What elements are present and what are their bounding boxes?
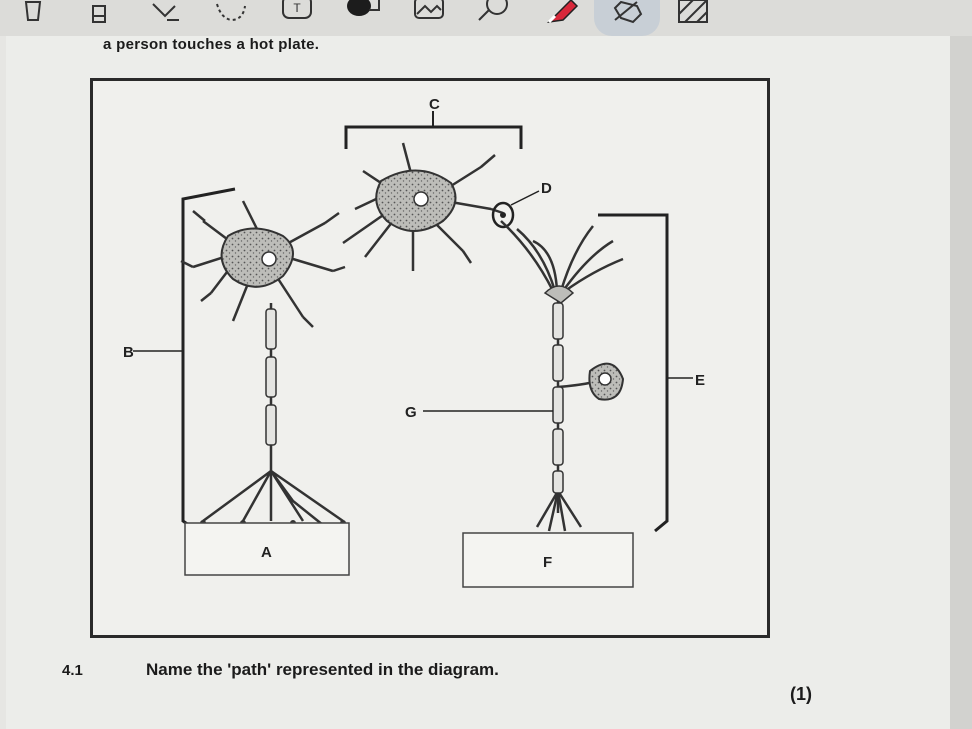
svg-text:T: T (293, 1, 301, 15)
lasso-icon (211, 0, 251, 26)
eraser-tool[interactable] (132, 0, 198, 36)
highlighter-icon (84, 0, 114, 26)
hand-touch-tool[interactable] (594, 0, 660, 36)
lasso-tool[interactable] (198, 0, 264, 36)
motor-axon-sheath (553, 303, 563, 493)
sensory-cell-body (222, 229, 293, 287)
sensory-axon-sheath (266, 309, 276, 445)
highlighter-tool[interactable] (66, 0, 132, 36)
hand-touch-icon (607, 0, 647, 30)
shape-fill-tool[interactable] (330, 0, 396, 36)
marker-tool[interactable] (528, 0, 594, 36)
label-e: E (695, 372, 705, 389)
label-f: F (543, 554, 552, 571)
image-tool[interactable] (396, 0, 462, 36)
reflex-arc-diagram: B C E (90, 78, 770, 638)
ruler-icon (475, 0, 515, 26)
bracket-b (133, 189, 235, 528)
eraser-icon (145, 0, 185, 26)
motor-nucleus (599, 373, 611, 385)
label-g: G (405, 404, 417, 421)
relay-nucleus (414, 192, 428, 206)
hatch-pattern-tool[interactable] (660, 0, 726, 36)
pen-tool[interactable] (0, 0, 66, 36)
annotation-toolbar: T (0, 0, 972, 36)
shape-fill-icon (343, 0, 383, 26)
hatch-pattern-icon (673, 0, 713, 26)
ruler-tool[interactable] (462, 0, 528, 36)
question-marks: (1) (790, 684, 812, 705)
bracket-c (346, 111, 521, 149)
motor-axon-hillock (545, 286, 573, 303)
label-b: B (123, 344, 134, 361)
text-box-tool[interactable]: T (264, 0, 330, 36)
question-text: Name the 'path' represented in the diagr… (146, 660, 499, 680)
sensory-nucleus (262, 252, 276, 266)
marker-icon (541, 0, 581, 26)
label-d: D (541, 180, 552, 197)
image-icon (409, 0, 449, 26)
label-c: C (429, 96, 440, 113)
scroll-edge[interactable] (950, 36, 972, 729)
question-number: 4.1 (62, 662, 83, 679)
synapse-d (493, 191, 539, 227)
pen-icon (18, 0, 48, 26)
figure-caption: a person touches a hot plate. (103, 36, 319, 53)
text-box-icon: T (277, 0, 317, 26)
label-a: A (261, 544, 272, 561)
